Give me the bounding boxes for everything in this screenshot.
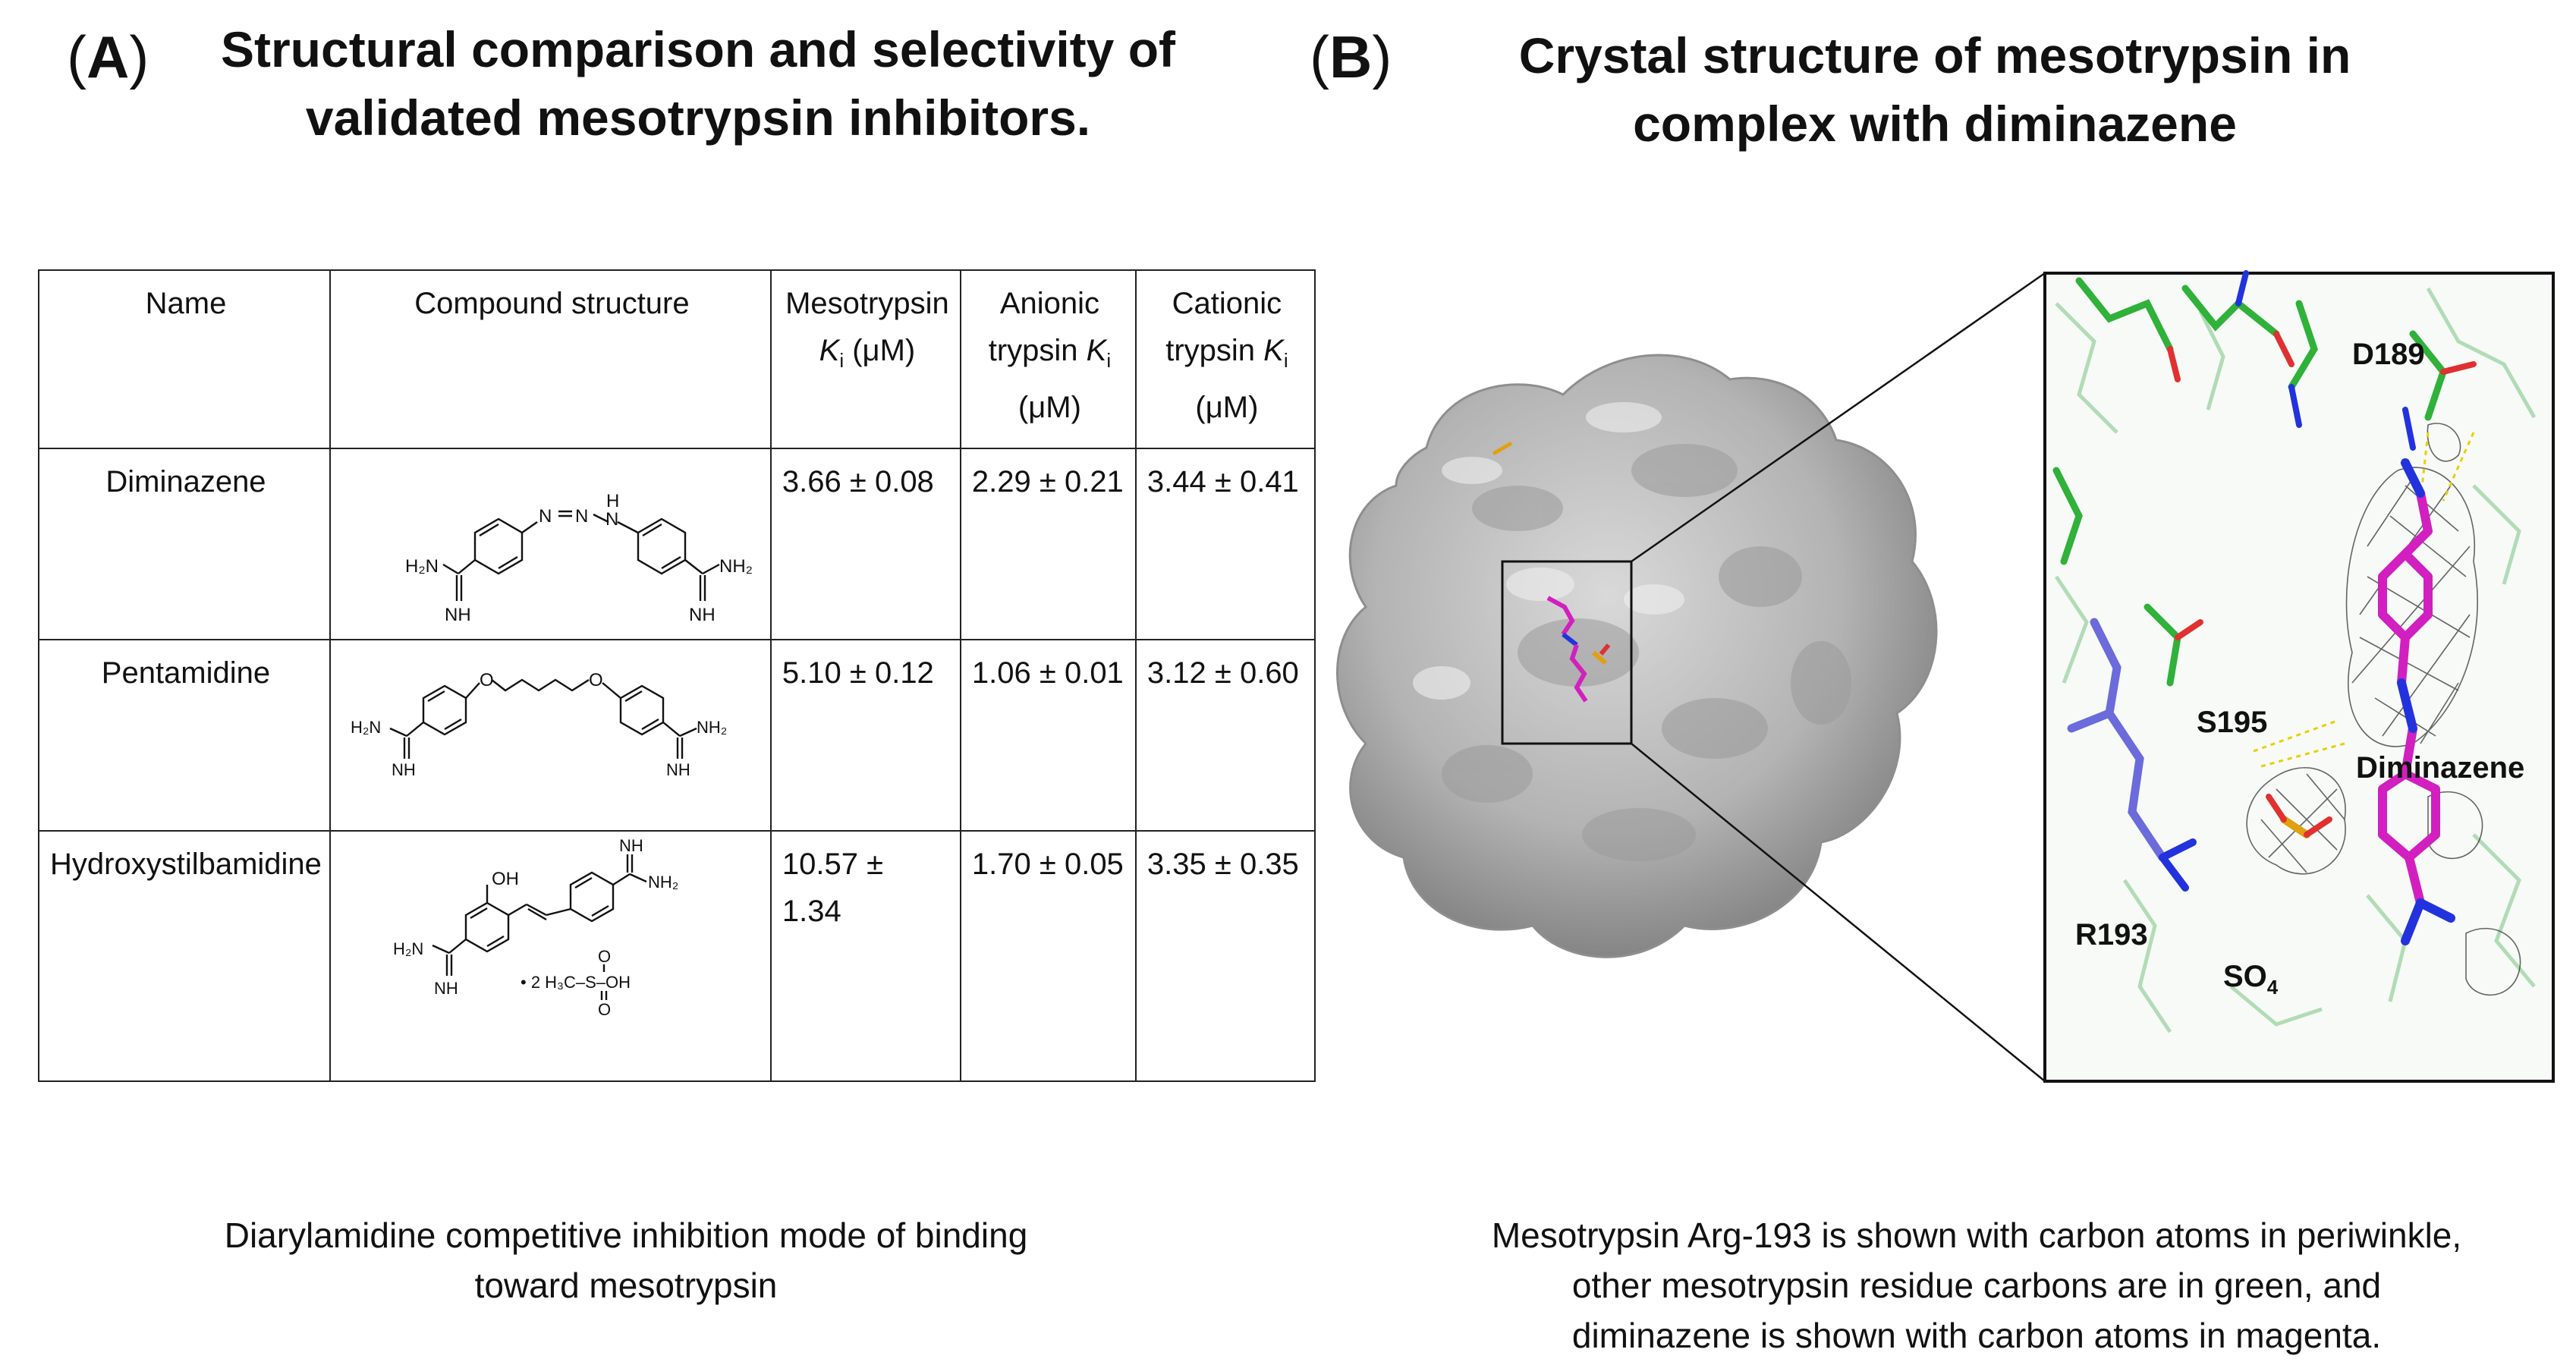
svg-text:NH: NH <box>392 760 416 779</box>
svg-text:N: N <box>539 506 552 527</box>
label-s195: S195 <box>2197 706 2267 739</box>
compound-name: Pentamidine <box>38 639 331 832</box>
svg-text:NH: NH <box>666 760 690 779</box>
meso-ki: 3.66 ± 0.08 <box>769 448 961 640</box>
table-row: Pentamidine O <box>38 639 1316 832</box>
cationic-ki: 3.44 ± 0.41 <box>1134 448 1316 640</box>
label-d189: D189 <box>2352 338 2425 371</box>
panel-a-title-line2: validated mesotrypsin inhibitors. <box>305 90 1091 146</box>
anionic-ki: 1.70 ± 0.05 <box>959 830 1137 1082</box>
table-row: Diminazene N <box>38 448 1316 640</box>
compound-name: Hydroxystilbamidine <box>38 830 331 1082</box>
panel-b-title-line2: complex with diminazene <box>1633 96 2237 152</box>
pentamidine-structure-drawing: O O H₂N NH NH₂ NH <box>351 670 727 779</box>
zoom-box <box>1501 560 1633 745</box>
svg-text:H: H <box>606 491 619 511</box>
anionic-ki: 1.06 ± 0.01 <box>959 639 1137 832</box>
zoom-line-bottom <box>1631 743 2046 1082</box>
svg-text:NH: NH <box>445 605 471 625</box>
diminazene-structure-drawing: N N N H H₂N NH NH₂ NH <box>405 491 753 625</box>
panel-b-letter: (B) <box>1310 24 1392 90</box>
pentamidine-structure: O O H₂N NH NH₂ NH <box>329 639 772 832</box>
meso-ki: 5.10 ± 0.12 <box>769 639 961 832</box>
hydroxystilbamidine-structure-drawing: OH NH NH₂ H₂N NH O • 2 H₃C–S–OH O <box>393 836 678 1019</box>
anionic-ki: 2.29 ± 0.21 <box>959 448 1137 640</box>
header-cationic: Cationic trypsin Ki (μM) <box>1134 269 1316 449</box>
svg-text:• 2 H₃C–S–OH: • 2 H₃C–S–OH <box>521 973 631 992</box>
label-diminazene: Diminazene <box>2356 751 2524 785</box>
inhibitor-table: Name Compound structure Mesotrypsin Ki (… <box>38 269 1316 1082</box>
svg-text:N: N <box>575 506 588 527</box>
label-so4: SO4 <box>2223 960 2279 999</box>
svg-text:NH₂: NH₂ <box>697 718 727 737</box>
diminazene-structure: N N N H H₂N NH NH₂ NH <box>329 448 772 640</box>
cationic-ki: 3.35 ± 0.35 <box>1134 830 1316 1082</box>
svg-text:OH: OH <box>492 869 519 889</box>
svg-text:NH₂: NH₂ <box>648 873 678 892</box>
panel-a-letter: (A) <box>67 24 149 90</box>
header-mesotrypsin: Mesotrypsin Ki (μM) <box>769 269 961 449</box>
svg-text:O: O <box>598 1000 611 1019</box>
svg-text:O: O <box>480 670 494 690</box>
panel-b-title-line1: Crystal structure of mesotrypsin in <box>1518 27 2351 83</box>
svg-text:H₂N: H₂N <box>405 556 439 577</box>
cationic-ki: 3.12 ± 0.60 <box>1134 639 1316 832</box>
table-row: Hydroxystilbamidine <box>38 830 1316 1082</box>
header-structure: Compound structure <box>329 269 772 449</box>
panel-b-title: Crystal structure of mesotrypsin in comp… <box>1389 21 2481 158</box>
svg-text:H₂N: H₂N <box>393 939 423 958</box>
diminazene-ligand <box>2378 492 2440 904</box>
panel-a-caption: Diarylamidine competitive inhibition mod… <box>224 1216 1028 1305</box>
header-anionic: Anionic trypsin Ki (μM) <box>959 269 1137 449</box>
svg-text:NH: NH <box>434 979 458 998</box>
svg-text:H₂N: H₂N <box>351 718 381 737</box>
compound-name: Diminazene <box>38 448 331 640</box>
svg-text:NH: NH <box>619 836 643 855</box>
meso-ki: 10.57 ± 1.34 <box>769 830 961 1082</box>
header-name: Name <box>38 269 331 449</box>
panel-a-title-line1: Structural comparison and selectivity of <box>221 21 1175 77</box>
crystal-structure-figure: D189 S195 Diminazene R193 SO4 <box>1336 270 2555 1083</box>
svg-text:O: O <box>589 670 603 690</box>
diminazene-ligand-small <box>1546 596 1611 703</box>
svg-text:NH: NH <box>689 605 716 625</box>
sulfate <box>2280 816 2310 838</box>
hydroxystilbamidine-structure: OH NH NH₂ H₂N NH O • 2 H₃C–S–OH O <box>329 830 772 1082</box>
svg-text:O: O <box>598 947 611 966</box>
panel-a-title: Structural comparison and selectivity of… <box>167 15 1229 152</box>
protein-surface <box>1336 354 1938 958</box>
surface-sulfate-mark <box>1492 441 1513 456</box>
panel-b-caption: Mesotrypsin Arg-193 is shown with carbon… <box>1491 1216 2462 1355</box>
zoom-line-top <box>1631 272 2046 563</box>
arg193-sidechain <box>2067 618 2167 862</box>
svg-text:N: N <box>605 509 618 530</box>
active-site-inset: D189 S195 Diminazene R193 SO4 <box>2043 270 2555 1083</box>
svg-text:NH₂: NH₂ <box>719 556 753 577</box>
table-header-row: Name Compound structure Mesotrypsin Ki (… <box>38 269 1316 449</box>
label-r193: R193 <box>2075 918 2148 951</box>
